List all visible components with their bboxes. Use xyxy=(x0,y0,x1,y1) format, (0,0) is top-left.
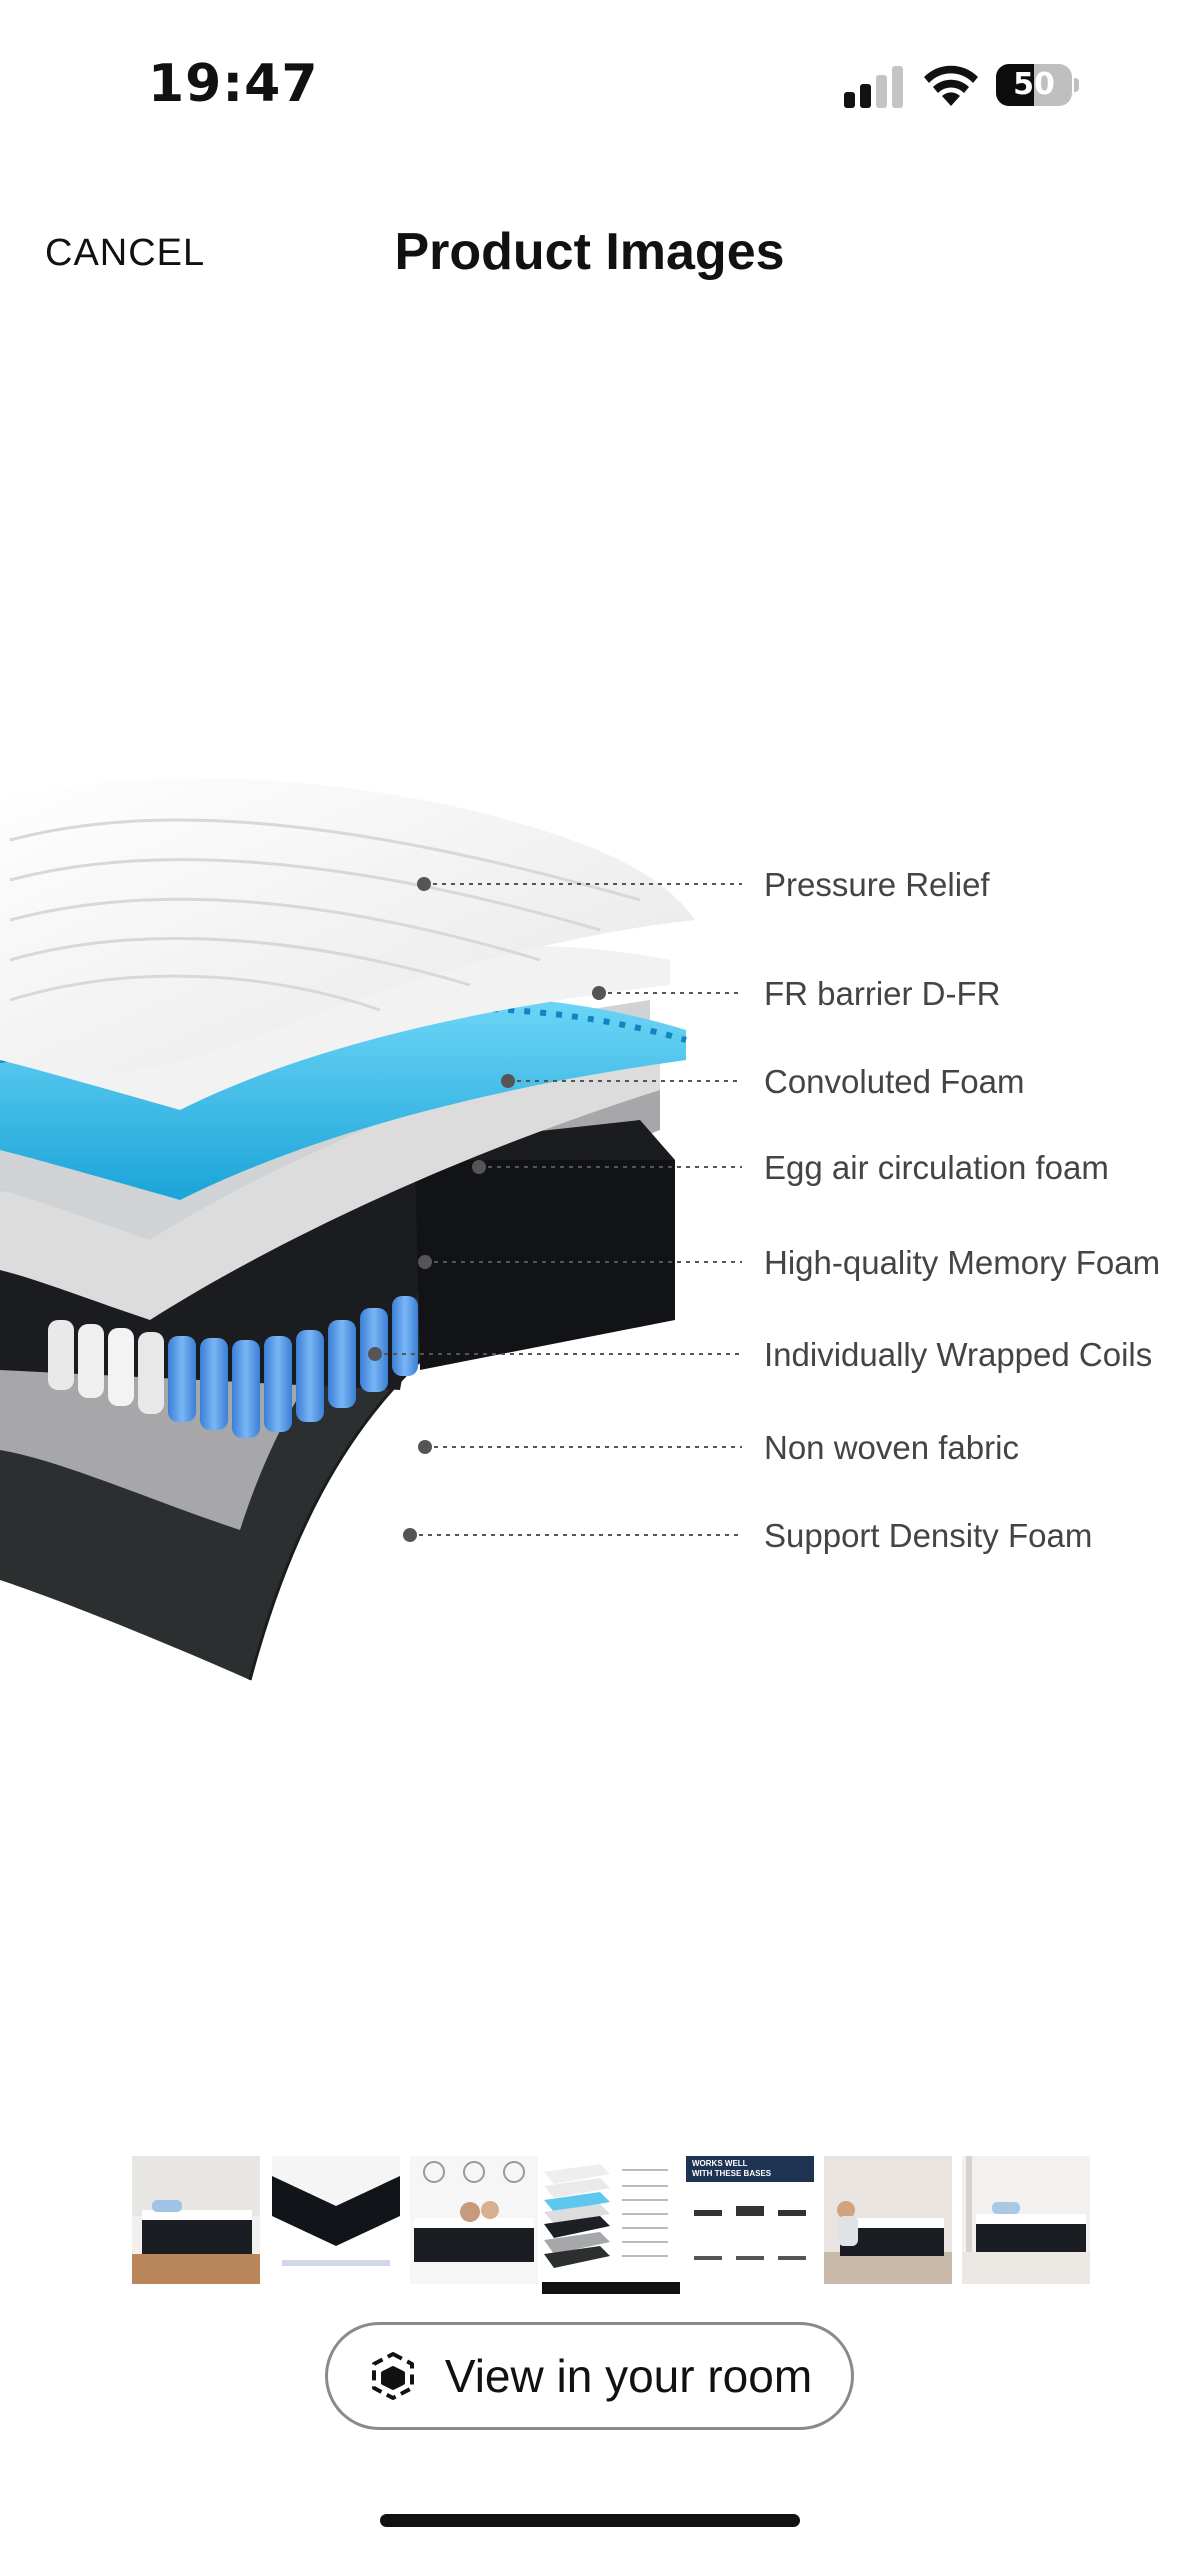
thumbnail-7[interactable] xyxy=(962,2156,1090,2284)
layer-label-fr-barrier: FR barrier D-FR xyxy=(764,975,1001,1012)
layer-label-memory-foam: High-quality Memory Foam xyxy=(764,1244,1160,1281)
wifi-icon xyxy=(924,65,978,106)
view-in-room-button[interactable]: View in your room xyxy=(325,2322,854,2430)
layer-label-wrapped-coils: Individually Wrapped Coils xyxy=(764,1336,1152,1373)
product-image-mattress-layers[interactable]: Pressure Relief FR barrier D-FR Convolut… xyxy=(0,760,1179,1700)
view-in-room-label: View in your room xyxy=(444,2350,813,2402)
thumbnail-4-selected[interactable] xyxy=(540,2156,668,2284)
layer-label-pressure-relief: Pressure Relief xyxy=(764,866,990,903)
thumbnail-5-banner-line-1: WORKS WELL xyxy=(692,2159,748,2168)
thumbnail-5[interactable]: WORKS WELL WITH THESE BASES xyxy=(686,2156,814,2284)
cellular-signal-icon xyxy=(844,66,903,108)
layer-label-convoluted-foam: Convoluted Foam xyxy=(764,1063,1024,1100)
thumbnail-5-banner-line-2: WITH THESE BASES xyxy=(692,2169,772,2178)
home-indicator[interactable] xyxy=(380,2514,800,2527)
coil-row xyxy=(48,1296,418,1438)
thumbnail-3[interactable] xyxy=(410,2156,538,2284)
layer-label-non-woven-fabric: Non woven fabric xyxy=(764,1429,1019,1466)
thumbnail-6[interactable] xyxy=(824,2156,952,2284)
thumbnail-1[interactable] xyxy=(132,2156,260,2284)
battery-level: 50 xyxy=(1013,67,1055,102)
page-title: Product Images xyxy=(394,223,785,281)
battery-icon: 50 xyxy=(996,64,1080,106)
ar-cube-icon xyxy=(371,2352,414,2400)
thumbnail-2[interactable] xyxy=(272,2156,400,2284)
layer-label-egg-air-foam: Egg air circulation foam xyxy=(764,1149,1109,1186)
thumbnail-selected-indicator xyxy=(542,2282,680,2294)
layer-label-support-foam: Support Density Foam xyxy=(764,1517,1092,1554)
layer-callouts: Pressure Relief FR barrier D-FR Convolut… xyxy=(368,866,1160,1554)
status-time: 19:47 xyxy=(148,54,319,114)
cancel-button[interactable]: CANCEL xyxy=(45,232,206,274)
